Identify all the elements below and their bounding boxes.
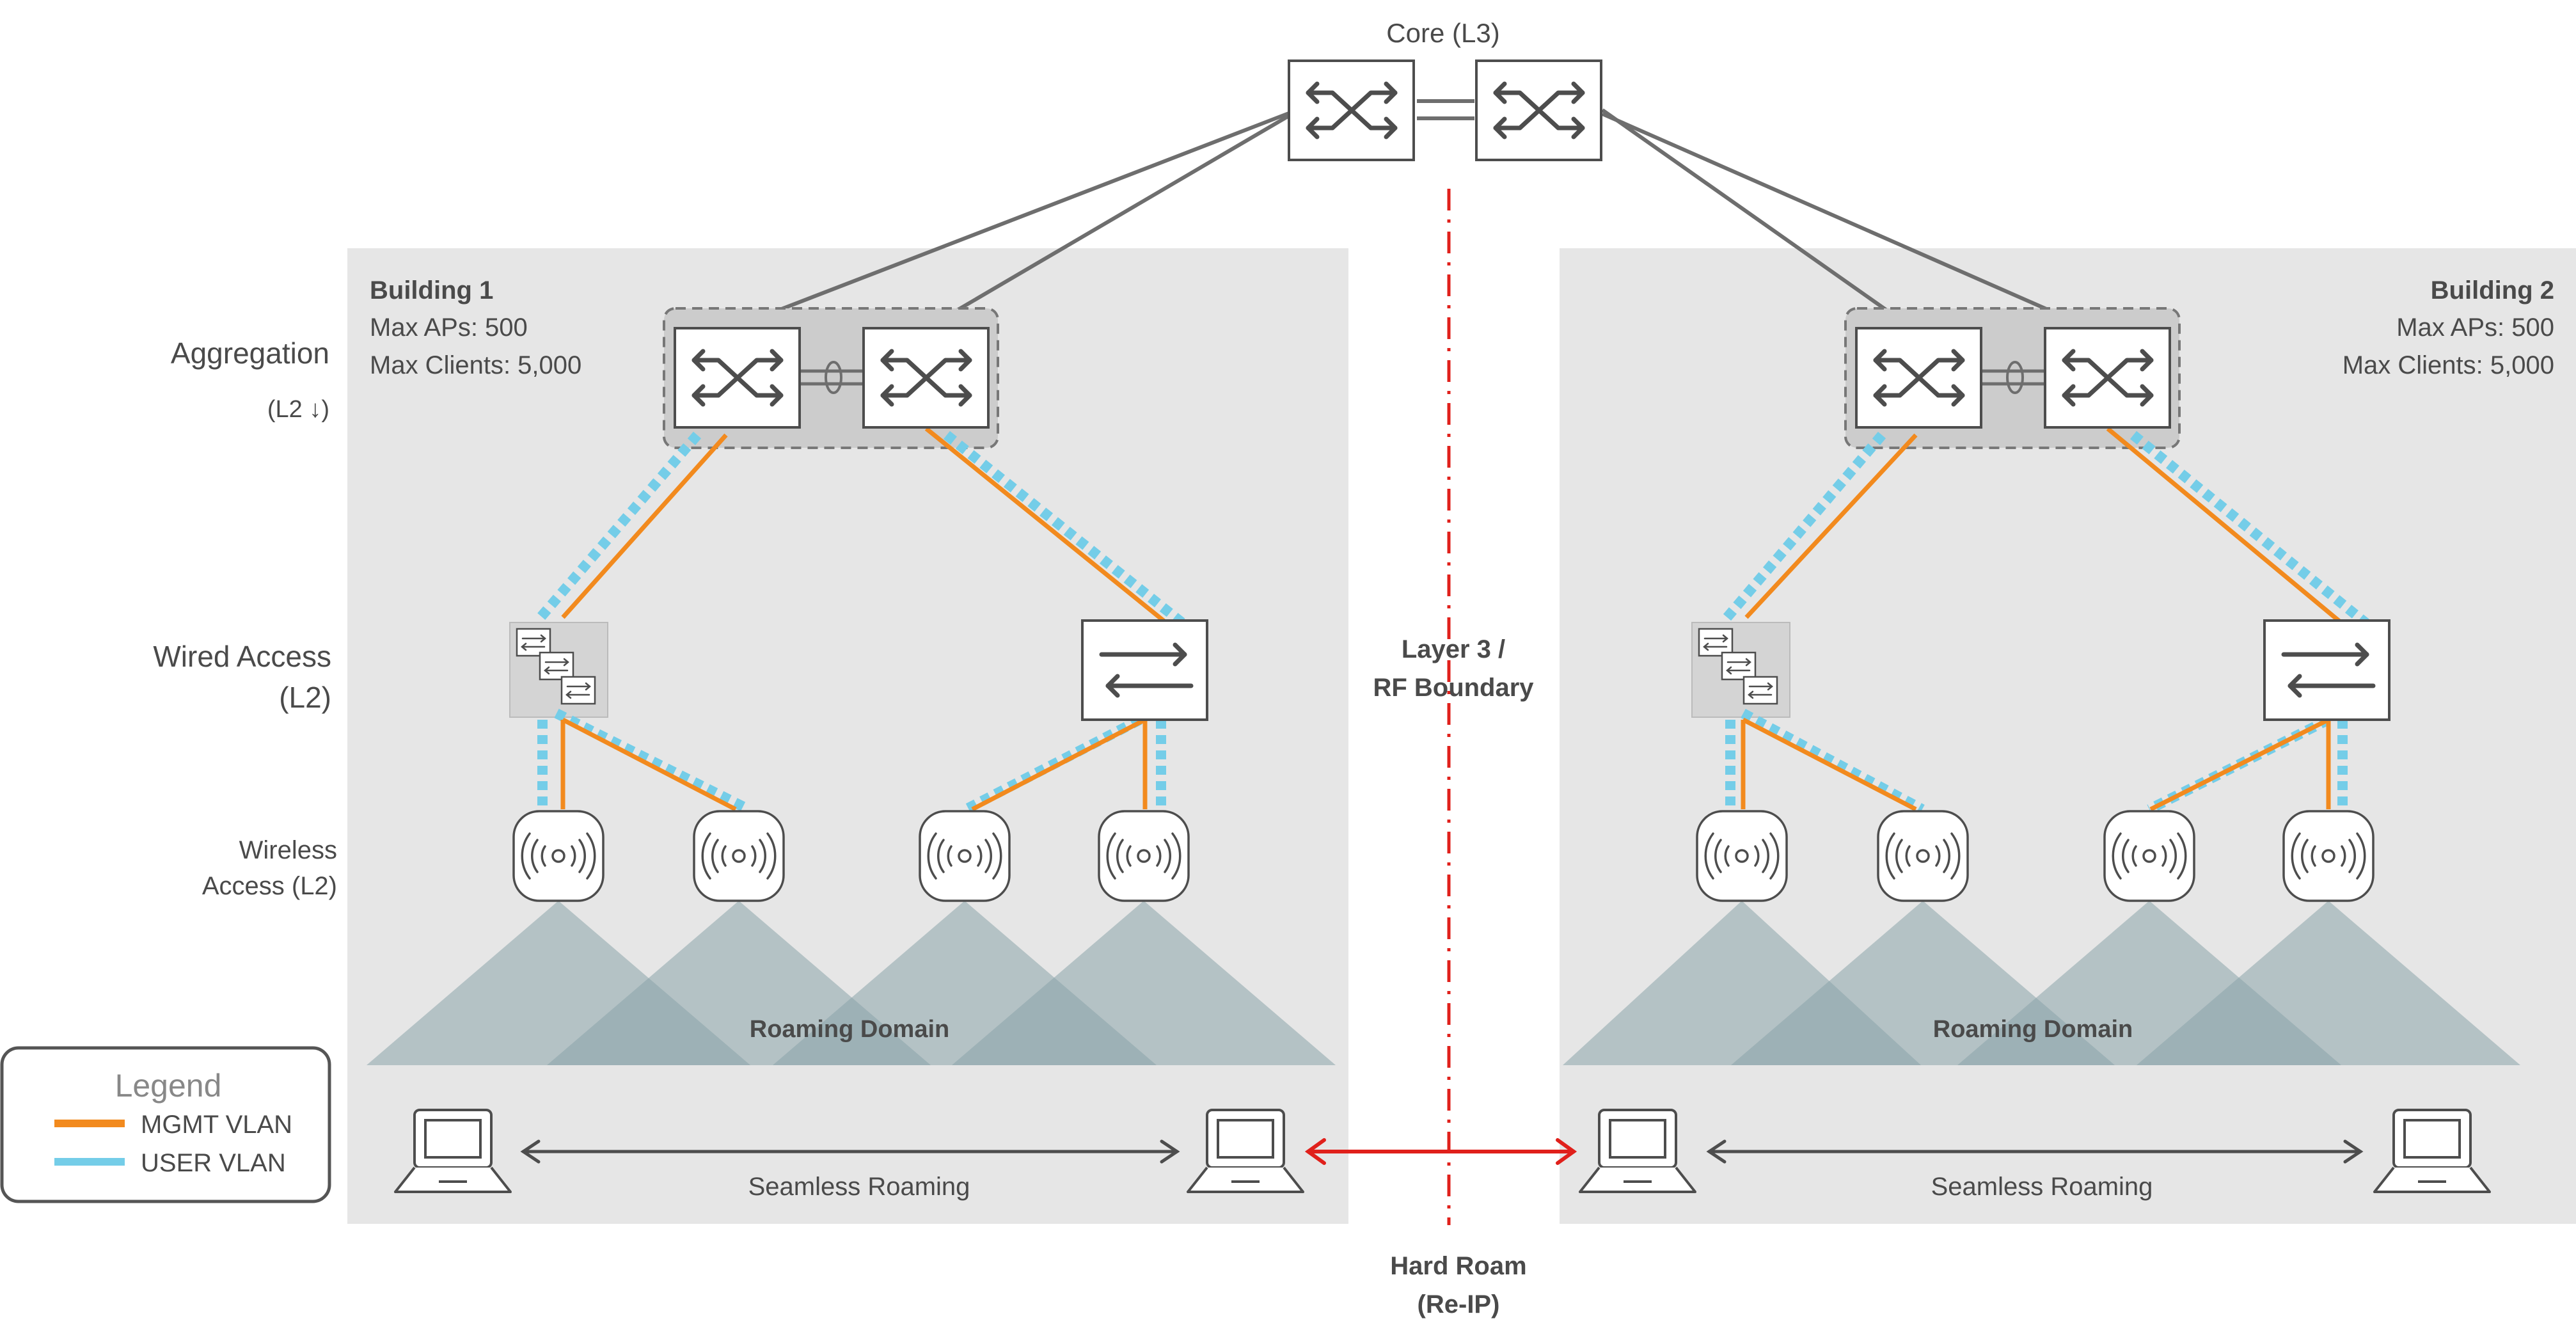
wireless-ap-icon	[512, 810, 604, 902]
wireless-ap-icon	[919, 810, 1011, 902]
building-2-max-clients: Max Clients: 5,000	[2343, 351, 2554, 379]
aggregation-links	[800, 361, 2046, 394]
building-2-name: Building 2	[2431, 276, 2554, 305]
access-switch-b2	[2264, 621, 2389, 720]
hard-roam-label-line1: Hard Roam	[1390, 1252, 1526, 1280]
layer-label-aggregation: Aggregation	[171, 337, 329, 370]
seamless-roaming-label-b2: Seamless Roaming	[1931, 1173, 2153, 1201]
aggregation-switch-b1-left	[675, 328, 800, 427]
wireless-ap-icon	[2282, 810, 2375, 902]
aggregation-switch-b2-left	[1856, 328, 1981, 427]
layer-label-wireless: Wireless	[239, 836, 337, 864]
building-2-max-aps: Max APs: 500	[2396, 313, 2554, 342]
wireless-ap-icon	[1696, 810, 1788, 902]
layer-label-wireless-sub: Access (L2)	[202, 872, 337, 900]
layer-label-wired-access: Wired Access	[153, 640, 331, 673]
layer-label-wired-access-sub: (L2)	[279, 681, 331, 714]
roaming-domain-label-b2: Roaming Domain	[1933, 1016, 2133, 1043]
wireless-ap-icon	[1877, 810, 1969, 902]
roaming-domain-label-b1: Roaming Domain	[750, 1016, 949, 1043]
legend-label-user: USER VLAN	[141, 1149, 286, 1177]
coverage-areas	[367, 901, 2520, 1065]
boundary-label-line1: Layer 3 /	[1402, 635, 1505, 663]
boundary-label-line2: RF Boundary	[1373, 674, 1534, 702]
mgmt-vlan-links	[560, 427, 2344, 812]
hard-roam-arrow	[1304, 1138, 1577, 1165]
core-links	[739, 99, 2090, 329]
wireless-ap-icon	[693, 810, 785, 902]
layer-label-aggregation-sub: (L2 ↓)	[267, 396, 329, 423]
building-1-max-clients: Max Clients: 5,000	[370, 351, 581, 379]
wireless-ap-icon	[1098, 810, 1190, 902]
building-1-name: Building 1	[370, 276, 493, 305]
hard-roam-label-line2: (Re-IP)	[1418, 1290, 1500, 1319]
core-label: Core (L3)	[1386, 18, 1499, 48]
aggregation-switch-b2-right	[2045, 328, 2170, 427]
access-switch-b1	[1082, 621, 1207, 720]
seamless-roaming-arrows	[520, 1139, 2364, 1164]
core-switch-2	[1476, 61, 1601, 160]
legend-title: Legend	[115, 1068, 222, 1104]
core-switch-1	[1289, 61, 1414, 160]
building-1-max-aps: Max APs: 500	[370, 313, 528, 342]
seamless-roaming-label-b1: Seamless Roaming	[748, 1173, 970, 1201]
aggregation-switch-b1-right	[864, 328, 988, 427]
legend-label-mgmt: MGMT VLAN	[141, 1111, 292, 1139]
wireless-ap-icon	[2103, 810, 2195, 902]
